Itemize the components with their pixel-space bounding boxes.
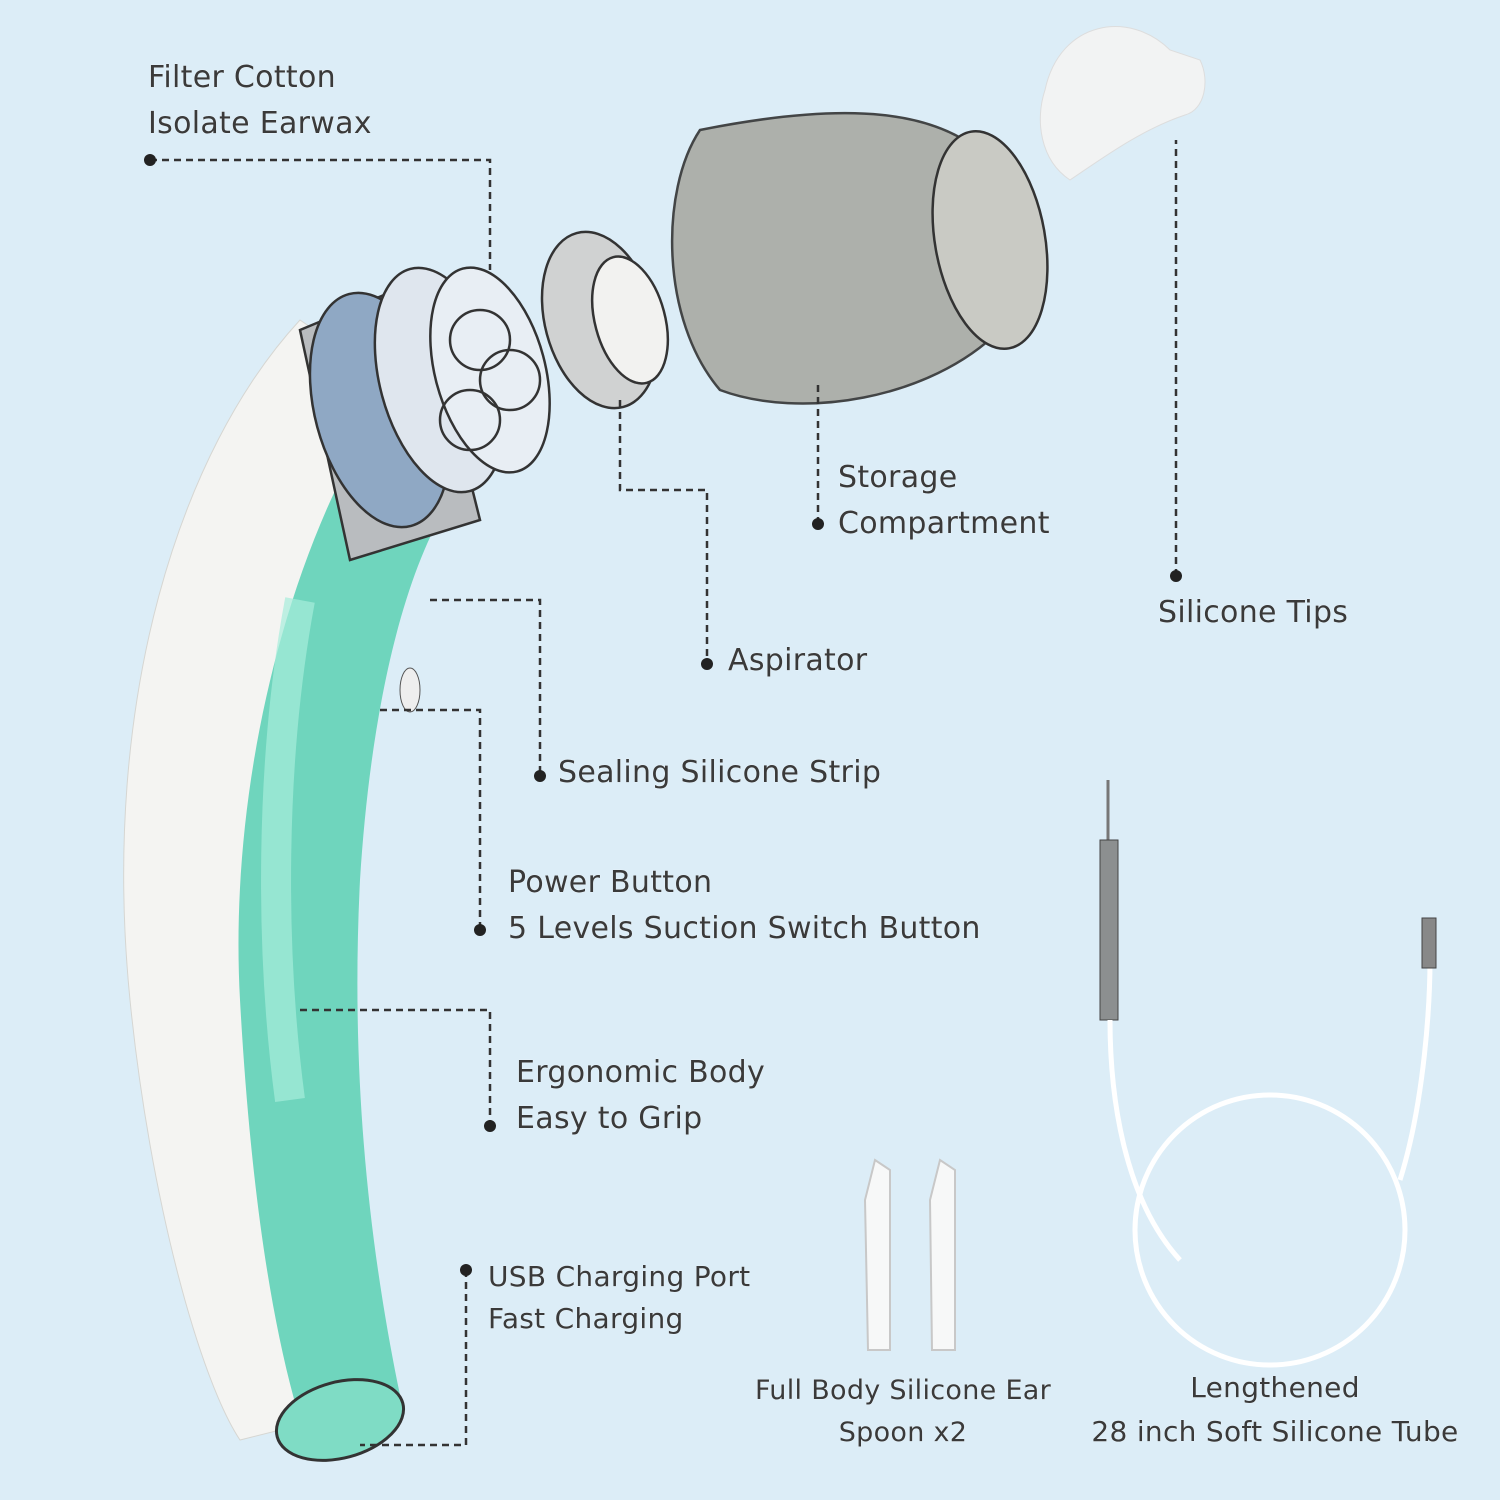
- label-line: 28 inch Soft Silicone Tube: [1091, 1415, 1459, 1448]
- label-line: Compartment: [838, 506, 1050, 541]
- label-line: Easy to Grip: [516, 1101, 703, 1136]
- label-line: Full Body Silicone Ear: [754, 1375, 1052, 1406]
- silicone-tube: [1099, 780, 1437, 1368]
- label-silicone-tips: Silicone Tips: [1158, 590, 1348, 636]
- label-line: Ergonomic Body: [516, 1055, 766, 1090]
- label-power-button: Power Button 5 Levels Suction Switch Butt…: [508, 860, 981, 952]
- label-line: Isolate Earwax: [148, 106, 372, 141]
- label-sealing-strip: Sealing Silicone Strip: [558, 750, 881, 796]
- label-line: Sealing Silicone Strip: [558, 755, 882, 790]
- label-line: Lengthened: [1190, 1371, 1360, 1404]
- leader-dots: [144, 154, 1182, 1276]
- device-head: [298, 111, 1049, 562]
- label-line: Silicone Tips: [1158, 595, 1349, 630]
- label-line: Storage: [838, 460, 958, 495]
- label-line: Aspirator: [728, 643, 868, 678]
- leader-lines: [150, 140, 1178, 1447]
- label-line: Spoon x2: [838, 1417, 968, 1448]
- label-line: Power Button: [508, 865, 713, 900]
- ear-spoons: [863, 1158, 956, 1351]
- label-silicone-tube: Lengthened 28 inch Soft Silicone Tube: [1070, 1366, 1480, 1454]
- label-line: Fast Charging: [488, 1302, 684, 1335]
- device-body: [123, 319, 461, 1462]
- silicone-tip: [1039, 26, 1206, 181]
- label-line: 5 Levels Suction Switch Button: [508, 911, 981, 946]
- label-aspirator: Aspirator: [728, 638, 867, 684]
- label-line: Filter Cotton: [148, 60, 336, 95]
- label-line: USB Charging Port: [488, 1260, 751, 1293]
